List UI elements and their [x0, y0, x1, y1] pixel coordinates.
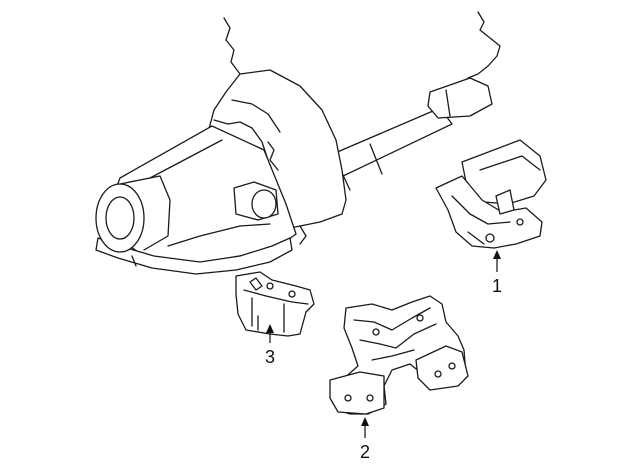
crossmember-part[interactable] — [329, 295, 469, 415]
callout-3: 3 — [265, 324, 275, 367]
callout-1: 1 — [492, 250, 502, 296]
callout-2-arrowhead — [361, 417, 369, 426]
callout-1-number: 1 — [492, 276, 502, 296]
callout-1-arrowhead — [493, 250, 501, 259]
callout-3-number: 3 — [265, 347, 275, 367]
transmission-assembly — [95, 11, 501, 275]
transmission-mount-part[interactable] — [235, 271, 315, 337]
engine-mount-part[interactable] — [435, 139, 547, 249]
callout-2-number: 2 — [360, 442, 370, 462]
callout-2: 2 — [360, 417, 370, 462]
callout-3-arrowhead — [266, 324, 274, 333]
